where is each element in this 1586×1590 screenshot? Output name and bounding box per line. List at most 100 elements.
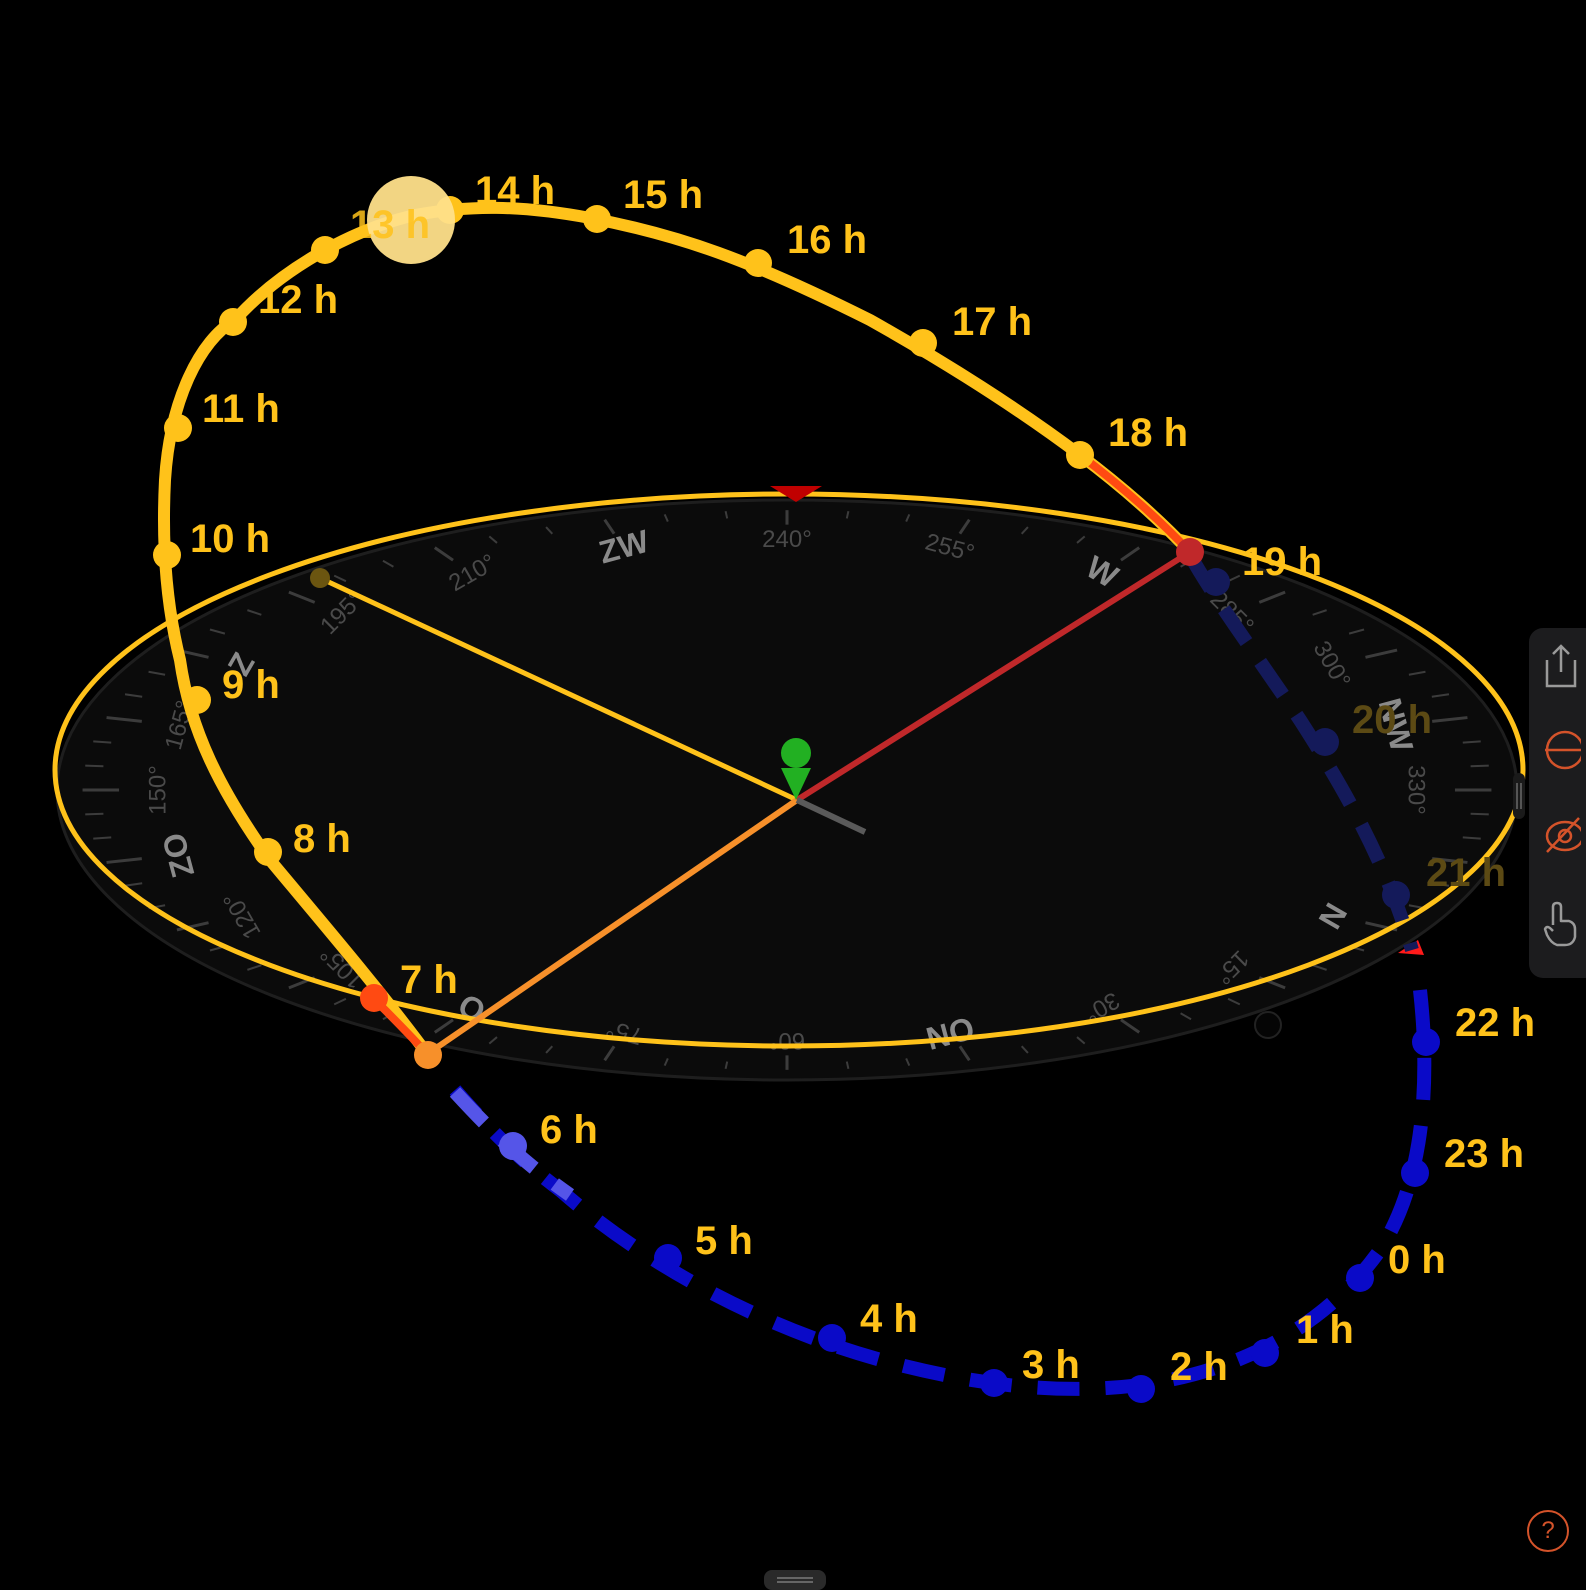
hour-dot-21[interactable] <box>1382 881 1410 909</box>
compass-tick <box>106 857 142 864</box>
compass-tick <box>1431 693 1450 698</box>
hour-dot-18[interactable] <box>1066 441 1094 469</box>
hour-dot-0[interactable] <box>1346 1264 1374 1292</box>
observer-pin[interactable] <box>781 738 811 800</box>
hour-label-6: 6 h <box>540 1108 598 1152</box>
compass-tick <box>433 1018 454 1034</box>
compass-tick <box>724 510 729 519</box>
compass-tick <box>93 740 112 744</box>
hour-dot-10[interactable] <box>153 541 181 569</box>
hour-label-5: 5 h <box>695 1219 753 1263</box>
compass-tick <box>488 1036 498 1045</box>
compass-tick <box>1470 764 1489 768</box>
compass-tick <box>288 590 316 604</box>
compass-tick <box>247 609 262 616</box>
hour-dot-16[interactable] <box>744 249 772 277</box>
compass-tick <box>1180 1012 1192 1021</box>
hour-dot-7[interactable] <box>360 984 388 1012</box>
compass-disc <box>55 498 1519 1082</box>
hour-label-10: 10 h <box>190 517 270 561</box>
compass-tick <box>1020 1045 1029 1054</box>
hour-dot-23[interactable] <box>1401 1159 1429 1187</box>
compass-tick <box>1120 546 1141 562</box>
horizon-button[interactable] <box>1529 720 1586 780</box>
hour-dot-8[interactable] <box>254 838 282 866</box>
noon-point <box>310 568 330 588</box>
hour-dot-19[interactable] <box>1176 538 1204 566</box>
toolbar-grabber[interactable] <box>1513 773 1525 819</box>
hour-dot-sunrise[interactable] <box>414 1041 442 1069</box>
compass-degree-label-60: 60° <box>769 1027 805 1054</box>
compass-tick <box>85 764 104 768</box>
compass-tick <box>905 513 911 522</box>
help-label: ? <box>1541 1517 1555 1544</box>
compass-tick <box>124 882 143 887</box>
compass-tick <box>382 559 394 568</box>
hour-label-1: 1 h <box>1296 1308 1354 1352</box>
camera-toggle-button[interactable] <box>1529 806 1586 866</box>
compass-tick <box>958 1045 971 1062</box>
compass-degree-label-240: 240° <box>762 526 812 553</box>
compass-tick <box>1462 740 1481 744</box>
compass-tick <box>488 535 498 544</box>
hour-dot-12[interactable] <box>219 308 247 336</box>
hour-label-0: 0 h <box>1388 1238 1446 1282</box>
hour-label-9: 9 h <box>222 663 280 707</box>
hour-dot-1[interactable] <box>1251 1339 1279 1367</box>
hour-dot-2[interactable] <box>1127 1375 1155 1403</box>
compass-tick <box>148 670 166 676</box>
compass-tick <box>545 1045 554 1054</box>
compass-tick <box>333 574 347 583</box>
compass-tick <box>545 526 554 535</box>
share-button[interactable] <box>1529 636 1586 696</box>
hour-dot-15[interactable] <box>583 205 611 233</box>
hour-dot-13[interactable] <box>311 236 339 264</box>
hour-dot-9[interactable] <box>183 686 211 714</box>
compass-tick <box>247 964 262 971</box>
hour-dot-6[interactable] <box>499 1132 527 1160</box>
help-button[interactable]: ? <box>1527 1510 1569 1552</box>
hour-dot-22[interactable] <box>1412 1028 1440 1056</box>
hour-label-22: 22 h <box>1455 1001 1535 1045</box>
hour-dot-20[interactable] <box>1311 728 1339 756</box>
hour-dot-3[interactable] <box>980 1369 1008 1397</box>
touch-mode-button[interactable] <box>1529 894 1586 954</box>
compass-tick <box>93 836 112 840</box>
hour-label-14: 14 h <box>475 169 555 213</box>
sun-disc[interactable] <box>367 176 455 264</box>
compass-tick <box>1020 526 1029 535</box>
hour-dot-11[interactable] <box>164 414 192 442</box>
hour-dot-17[interactable] <box>909 329 937 357</box>
compass-degree-label-330: 330° <box>1402 765 1429 815</box>
share-icon <box>1545 644 1577 688</box>
compass-tick <box>1120 1018 1141 1034</box>
compass-tick <box>1462 836 1481 840</box>
hour-label-12: 12 h <box>258 278 338 322</box>
compass-tick <box>1348 628 1365 635</box>
hour-label-4: 4 h <box>860 1297 918 1341</box>
compass-tick <box>433 546 454 562</box>
compass-tick <box>1227 997 1241 1006</box>
compass-tick <box>663 1058 669 1067</box>
hour-label-21: 21 h <box>1426 851 1506 895</box>
bottom-sheet-handle[interactable] <box>764 1570 826 1590</box>
hour-label-17: 17 h <box>952 300 1032 344</box>
compass-tick <box>333 997 347 1006</box>
compass-tick <box>1431 882 1450 887</box>
hour-label-7: 7 h <box>400 958 458 1002</box>
hour-label-11: 11 h <box>202 387 280 431</box>
compass-degree-label-150: 150° <box>145 765 172 815</box>
compass-tick <box>663 513 669 522</box>
hour-labels: 7 h 8 h 9 h 10 h 11 h 12 h 13 h 14 h 15 … <box>190 169 1535 1389</box>
compass-tick <box>85 812 104 816</box>
rim-marker <box>1254 1011 1282 1039</box>
hour-label-3: 3 h <box>1022 1343 1080 1387</box>
compass-tick <box>1365 648 1398 659</box>
compass-tick <box>106 716 142 723</box>
hour-dot-4[interactable] <box>818 1324 846 1352</box>
hour-label-2: 2 h <box>1170 1345 1228 1389</box>
hour-dot-5[interactable] <box>654 1244 682 1272</box>
hour-label-13: 13 h <box>350 203 430 247</box>
hour-dot-night-19b[interactable] <box>1202 568 1230 596</box>
